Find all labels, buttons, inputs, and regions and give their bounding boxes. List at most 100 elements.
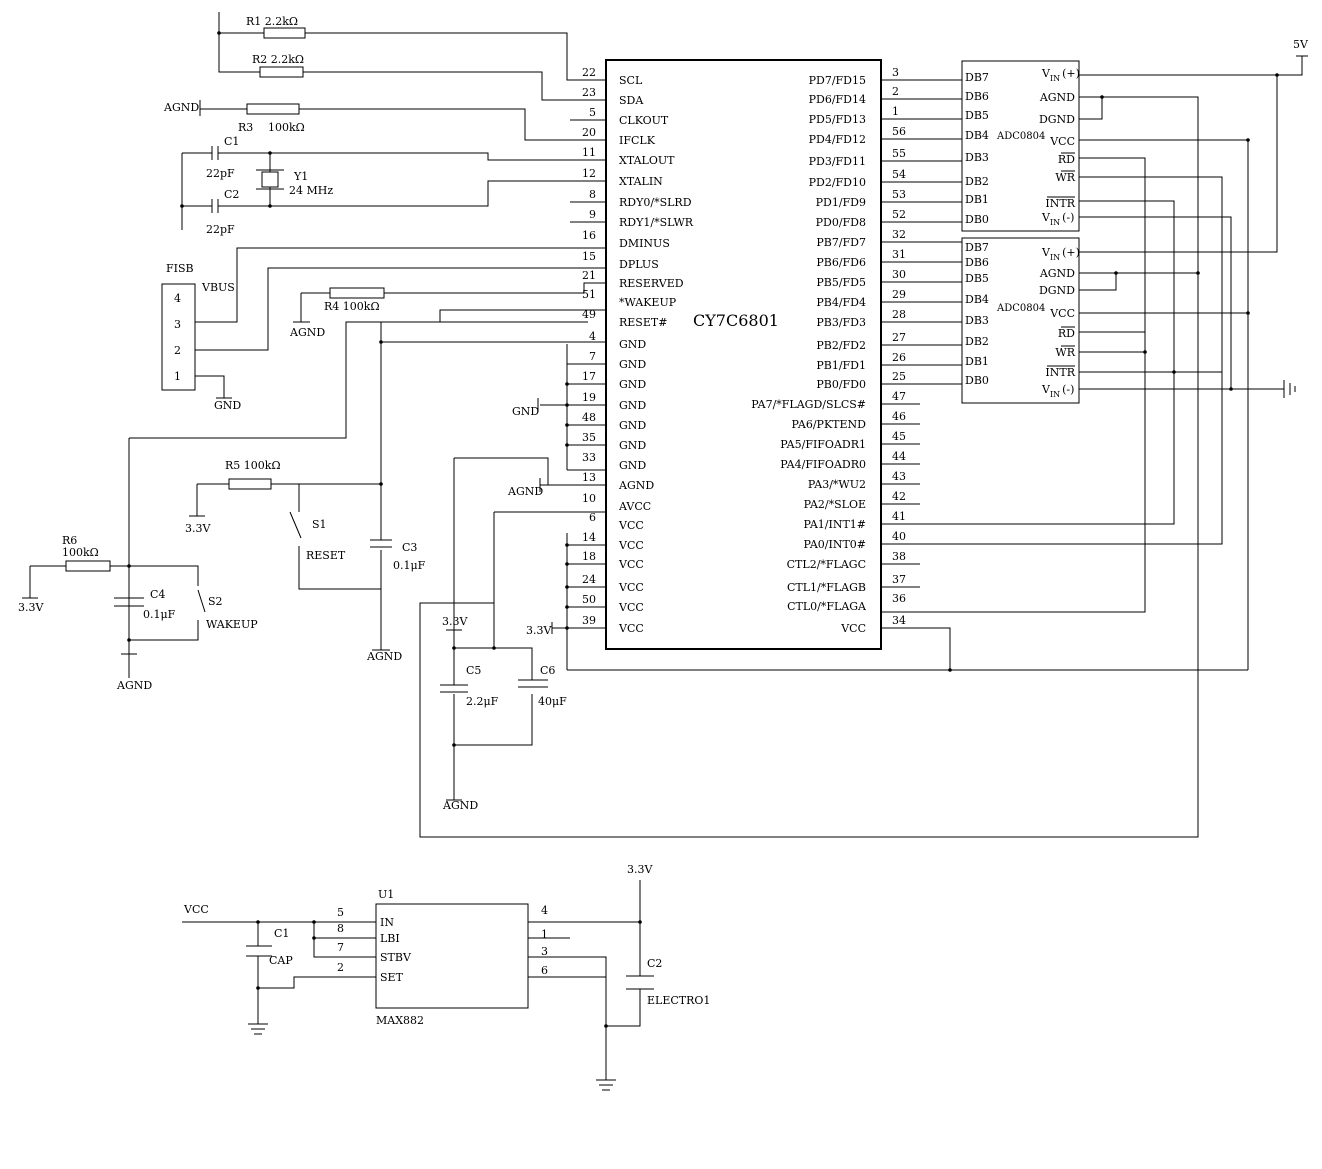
r3-body [246,103,300,115]
r2-body [259,66,304,78]
mcu-pin-num-36: 36 [892,592,906,605]
mcu-pin-num-6: 6 [589,511,596,524]
adc2-pin-wr: WR [1055,346,1075,359]
junction-dot-10 [565,423,569,427]
adc0804-lower-label: ADC0804 [996,303,1045,314]
junction-dot-1 [180,204,184,208]
mcu-pin-num-37: 37 [892,573,906,586]
mcu-pin-num-53: 53 [892,188,906,201]
usb-connector-label: FISB [166,262,194,275]
mcu-pin-pd4-fd12-56: PD4/FD12 [809,133,866,146]
adc2-pin-dgnd: DGND [1039,284,1075,297]
mcu-pin-pa2-sloe-42: PA2/*SLOE [804,498,866,511]
reg-c1-plates [246,945,272,957]
mcu-pin-num-42: 42 [892,490,906,503]
net-labels: AGND AGND GND AGND 3.3V 3.3V AGND AGND 3… [18,38,1309,812]
mcu-pin-num-11: 11 [582,146,596,159]
adc1-pin-wr: WR [1055,171,1075,184]
r6-name: R6 [62,534,77,547]
mcu-pin-clkout-5: CLKOUT [619,114,669,127]
wire-40 [606,880,641,1027]
adc2-pin-vin: VIN(-) [1041,383,1074,399]
mcu-pin-pd6-fd14-2: PD6/FD14 [809,93,866,106]
mcu-pin-wakeup-51: *WAKEUP [619,296,677,309]
component-bodies [22,27,1308,1091]
junction-dot-29 [948,668,952,672]
c2-name: C2 [224,188,239,201]
wire-22 [552,533,1248,671]
mcu-pin-num-30: 30 [892,268,906,281]
junction-dot-4 [379,482,383,486]
mcu-pin-num-45: 45 [892,430,906,443]
adc2-pin-agnd: AGND [1039,267,1075,280]
wire-28 [1079,139,1249,670]
junction-dot-18 [565,585,569,589]
usb-pin-3: 3 [174,318,181,331]
c6-name: C6 [540,664,555,677]
mcu-pin-num-44: 44 [892,450,906,463]
wire-5 [182,180,606,207]
mcu-pin-pa6-pktend-46: PA6/PKTEND [792,418,867,431]
r3-value: 100kΩ [268,121,305,134]
adc1-pin-db7: DB7 [965,71,989,84]
adc0804-lower: ADC0804 DB7DB6DB5DB4DB3DB2DB1DB0VIN(+)AG… [961,237,1080,404]
mcu-pin-pa3-wu2-43: PA3/*WU2 [808,478,866,491]
mcu-pin-num-39: 39 [582,614,596,627]
wire-32 [1079,216,1284,390]
s2-label: WAKEUP [206,618,258,631]
agnd-label-chip: AGND [507,485,543,498]
ground-symbol-c1 [248,1023,268,1035]
mcu-pin-num-13: 13 [582,471,596,484]
mcu-pin-vcc-6: VCC [618,519,644,532]
junction-dot-0 [217,31,221,35]
junction-dot-12 [492,646,496,650]
junction-dot-11 [565,443,569,447]
junction-dot-33 [256,986,260,990]
adc1-pin-db1: DB1 [965,193,989,206]
reg-c1-name: C1 [274,927,289,940]
adc0804-lower-pins: DB7DB6DB5DB4DB3DB2DB1DB0VIN(+)AGNDDGNDVC… [965,241,1080,399]
reg-pin-in: IN [380,916,394,929]
mcu-pin-num-26: 26 [892,351,906,364]
wire-12 [128,309,606,654]
usb-vbus-label: VBUS [201,281,235,294]
wire-13 [380,321,606,540]
mcu-pin-num-34: 34 [892,614,906,627]
reg-pin-stbv: STBV [380,951,412,964]
usb-pin-4: 4 [174,292,181,305]
mcu-pin-num-38: 38 [892,550,906,563]
max882-ref: U1 [378,888,394,901]
wire-23 [881,79,962,223]
cy7c6801-chip: CY7C6801 22SCL23SDA5CLKOUT20IFCLK11XTALO… [582,59,906,650]
usb-connector: FISB 4 3 2 1 VBUS GND [161,262,241,412]
mcu-pin-pb3-fd3-28: PB3/FD3 [816,316,866,329]
mcu-pin-num-56: 56 [892,125,906,138]
mcu-pin-num-12: 12 [582,167,596,180]
mcu-pin-pd0-fd8-52: PD0/FD8 [816,216,866,229]
mcu-pin-num-29: 29 [892,288,906,301]
mcu-pin-num-18: 18 [582,550,596,563]
junction-dot-34 [638,920,642,924]
mcu-pin-num-7: 7 [589,350,596,363]
mcu-pin-rdy0-slrd-8: RDY0/*SLRD [619,196,692,209]
mcu-pin-num-32: 32 [892,228,906,241]
s2-name: S2 [208,595,223,608]
c2-plates [211,199,219,213]
usb-gnd-label: GND [214,399,241,412]
gnd-label-chip: GND [512,405,539,418]
wire-25 [881,403,920,565]
mcu-pin-gnd-19: GND [619,399,646,412]
adc2-pin-db2: DB2 [965,335,989,348]
r2-label: R2 2.2kΩ [252,53,304,66]
wire-3 [199,100,606,141]
junction-dot-21 [1100,95,1104,99]
mcu-pin-agnd-13: AGND [618,479,654,492]
agnd-label-r4: AGND [289,326,325,339]
adc1-pin-db3: DB3 [965,151,989,164]
adc1-pin-db5: DB5 [965,109,989,122]
v33-label-r6: 3.3V [18,601,44,614]
mcu-pin-num-20: 20 [582,126,596,139]
reg-c2-name: C2 [647,957,662,970]
mcu-pin-sda-23: SDA [619,94,644,107]
